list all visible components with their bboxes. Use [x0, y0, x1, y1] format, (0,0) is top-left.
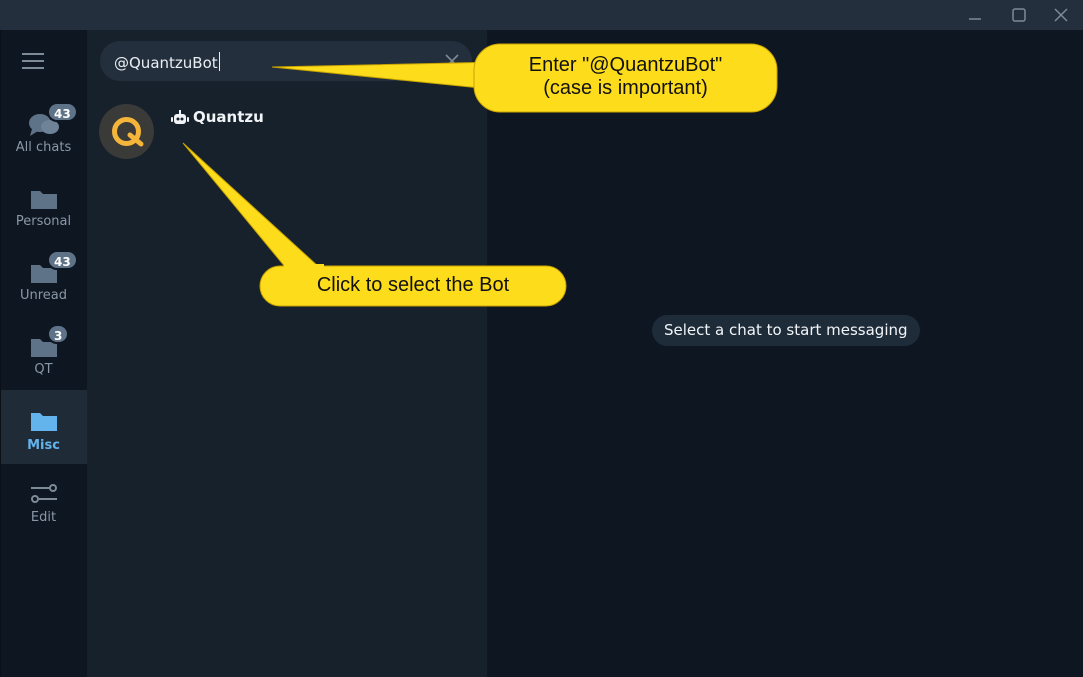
minimize-icon — [969, 18, 981, 20]
chat-list-panel: @QuantzuBot Quantzu — [87, 30, 487, 677]
main-menu-button[interactable] — [22, 52, 66, 72]
chat-view-empty: Select a chat to start messaging — [487, 30, 1083, 677]
hamburger-menu-icon — [22, 53, 44, 69]
search-input[interactable]: @QuantzuBot — [114, 54, 218, 72]
avatar — [99, 104, 154, 159]
folder-icon — [31, 413, 57, 431]
folder-all-chats[interactable]: 43 All chats — [0, 98, 87, 172]
folder-icon — [31, 191, 57, 209]
chat-bubbles-icon — [29, 114, 59, 136]
folder-label: All chats — [15, 140, 72, 155]
chat-title: Quantzu — [193, 108, 264, 126]
quantzu-logo-icon — [112, 117, 144, 147]
unread-badge: 43 — [47, 250, 78, 270]
empty-state-message: Select a chat to start messaging — [652, 315, 920, 346]
folder-label: Misc — [27, 438, 60, 453]
maximize-button[interactable] — [997, 0, 1041, 30]
folder-personal[interactable]: Personal — [0, 172, 87, 246]
sliders-icon — [31, 484, 57, 503]
close-button[interactable] — [1039, 0, 1083, 30]
folder-edit[interactable]: Edit — [0, 468, 87, 542]
folder-label: Personal — [15, 214, 72, 229]
folder-label: Edit — [30, 510, 57, 525]
search-field[interactable]: @QuantzuBot — [100, 41, 472, 81]
maximize-icon — [1012, 8, 1026, 22]
folder-misc[interactable]: Misc — [0, 390, 87, 464]
folders-sidebar: 43 All chats Personal 43 Unread 3 QT Mis… — [0, 30, 87, 677]
window-edge — [0, 30, 1, 677]
folder-icon — [31, 265, 57, 283]
search-input-wrap: @QuantzuBot — [114, 52, 220, 72]
folder-qt[interactable]: 3 QT — [0, 320, 87, 394]
bot-icon — [171, 110, 189, 124]
search-result-quantzu[interactable]: Quantzu — [87, 94, 487, 164]
folder-label: QT — [34, 362, 53, 377]
folder-icon — [31, 339, 57, 357]
title-bar — [0, 0, 1083, 30]
unread-badge: 43 — [47, 102, 78, 122]
minimize-button[interactable] — [953, 0, 997, 30]
clear-search-icon[interactable] — [444, 53, 460, 69]
unread-badge: 3 — [47, 324, 70, 344]
text-caret — [218, 52, 220, 71]
folder-label: Unread — [19, 288, 68, 303]
close-icon — [1054, 8, 1068, 22]
folder-unread[interactable]: 43 Unread — [0, 246, 87, 320]
